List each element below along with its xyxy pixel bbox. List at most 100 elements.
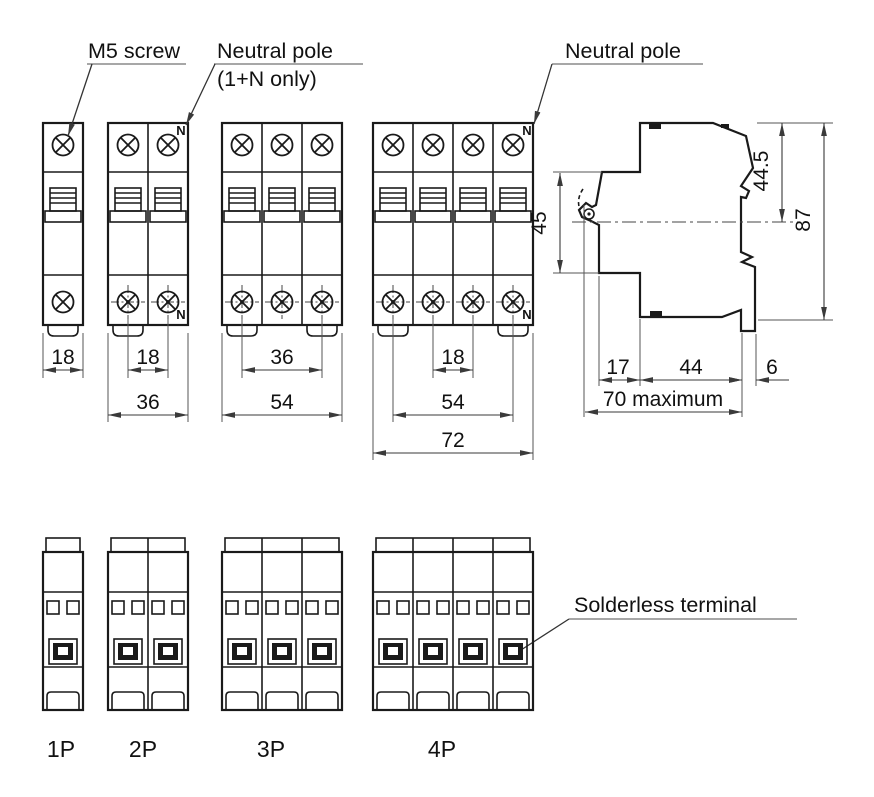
neutral-pole-4p-label: Neutral pole [565, 39, 681, 63]
mounting-foot [225, 691, 259, 710]
mounting-foot [46, 691, 80, 710]
dim-4p-width: 72 [441, 429, 464, 452]
toggle-handle [303, 187, 341, 223]
terminal-screw-icon [116, 290, 140, 314]
front-view-3p [220, 121, 344, 337]
dim-3p-width: 54 [270, 391, 294, 414]
front-dimensions: 18 18 36 36 54 18 54 72 [42, 319, 534, 460]
vent-hole [66, 600, 80, 615]
bottom-view-4p [371, 537, 535, 712]
housing-vent [650, 311, 662, 316]
solderless-terminal [227, 638, 257, 665]
toggle-handle [374, 187, 412, 223]
toggle-handle [109, 187, 147, 223]
m5-screw-leader [67, 63, 93, 137]
mounting-foot [456, 691, 490, 710]
toggle-handle [263, 187, 301, 223]
vent-hole [151, 600, 165, 615]
terminal-screw-icon [381, 133, 405, 157]
terminal-screw-icon [116, 133, 140, 157]
vent-hole [516, 600, 530, 615]
terminal-screw-icon [230, 133, 254, 157]
mounting-foot [47, 324, 79, 337]
solderless-terminal [153, 638, 183, 665]
neutral-pole-marker: N [176, 123, 185, 138]
callouts: M5 screw Neutral pole (1+N only) Neutral… [67, 39, 797, 655]
vent-hole [46, 600, 60, 615]
bottom-view-3p [220, 537, 344, 712]
vent-hole [396, 600, 410, 615]
housing-vent [649, 124, 661, 129]
dim-1p-width: 18 [51, 346, 74, 369]
solderless-terminal [307, 638, 337, 665]
vent-hole [456, 600, 470, 615]
vent-hole [325, 600, 339, 615]
toggle-travel-arc [577, 188, 584, 211]
toggle-handle [414, 187, 452, 223]
solderless-terminal [267, 638, 297, 665]
dim-overall-height: 87 [792, 208, 815, 231]
side-view [572, 121, 799, 333]
dim-body-depth: 44 [679, 356, 703, 379]
terminal-screw-icon [51, 290, 75, 314]
terminal-screw-icon [270, 133, 294, 157]
mounting-foot [376, 691, 410, 710]
vent-hole [171, 600, 185, 615]
pole-label-3p: 3P [257, 736, 285, 762]
terminal-screw-icon [51, 133, 75, 157]
solderless-terminal [498, 638, 528, 665]
m5-screw-label: M5 screw [88, 39, 180, 63]
terminal-screw-icon [501, 290, 525, 314]
dim-front-depth: 17 [606, 356, 629, 379]
terminal-screw-icon [310, 133, 334, 157]
toggle-handle [149, 187, 187, 223]
solderless-terminal [378, 638, 408, 665]
vent-hole [245, 600, 259, 615]
bottom-view-1p [41, 537, 85, 712]
dim-4p-mid-screw-spacing: 18 [441, 346, 464, 369]
neutral-pole-marker: N [522, 123, 531, 138]
neutral-pole-marker: N [522, 307, 531, 322]
neutral-pole-1n-leader [185, 63, 216, 126]
vent-hole [111, 600, 125, 615]
pole-label-2p: 2P [129, 736, 157, 762]
dim-terminal-span: 45 [528, 211, 551, 234]
solderless-terminal [458, 638, 488, 665]
solderless-terminal [48, 638, 78, 665]
neutral-pole-4p-leader [533, 63, 553, 125]
pole-label-1p: 1P [47, 736, 75, 762]
neutral-pole-marker: N [176, 307, 185, 322]
mounting-foot [111, 691, 145, 710]
dim-rail-offset: 44.5 [750, 151, 773, 192]
mounting-foot [305, 691, 339, 710]
solderless-terminal-leader [520, 618, 570, 651]
solderless-terminal-label: Solderless terminal [574, 593, 757, 617]
dim-4p-screw-spacing: 54 [441, 391, 465, 414]
front-view-4p: N N [371, 121, 535, 337]
pole-labels: 1P 2P 3P 4P [47, 736, 456, 762]
bottom-view-2p [106, 537, 190, 712]
vent-hole [305, 600, 319, 615]
terminal-screw-icon [461, 133, 485, 157]
toggle-handle [223, 187, 261, 223]
vent-hole [225, 600, 239, 615]
solderless-terminal [113, 638, 143, 665]
vent-hole [285, 600, 299, 615]
dim-2p-screw-spacing: 18 [136, 346, 159, 369]
terminal-screw-icon [310, 290, 334, 314]
toggle-handle [494, 187, 532, 223]
vent-hole [416, 600, 430, 615]
side-dimensions: 45 44.5 87 17 44 6 70 maximum [528, 122, 833, 417]
neutral-pole-1n-sublabel: (1+N only) [217, 67, 317, 91]
vent-hole [476, 600, 490, 615]
toggle-handle [44, 187, 82, 223]
toggle-handle [454, 187, 492, 223]
terminal-screw-icon [501, 133, 525, 157]
front-view-1p [41, 121, 85, 337]
vent-hole [496, 600, 510, 615]
vent-hole [131, 600, 145, 615]
dim-max-depth: 70 maximum [603, 388, 723, 411]
terminal-screw-icon [421, 290, 445, 314]
